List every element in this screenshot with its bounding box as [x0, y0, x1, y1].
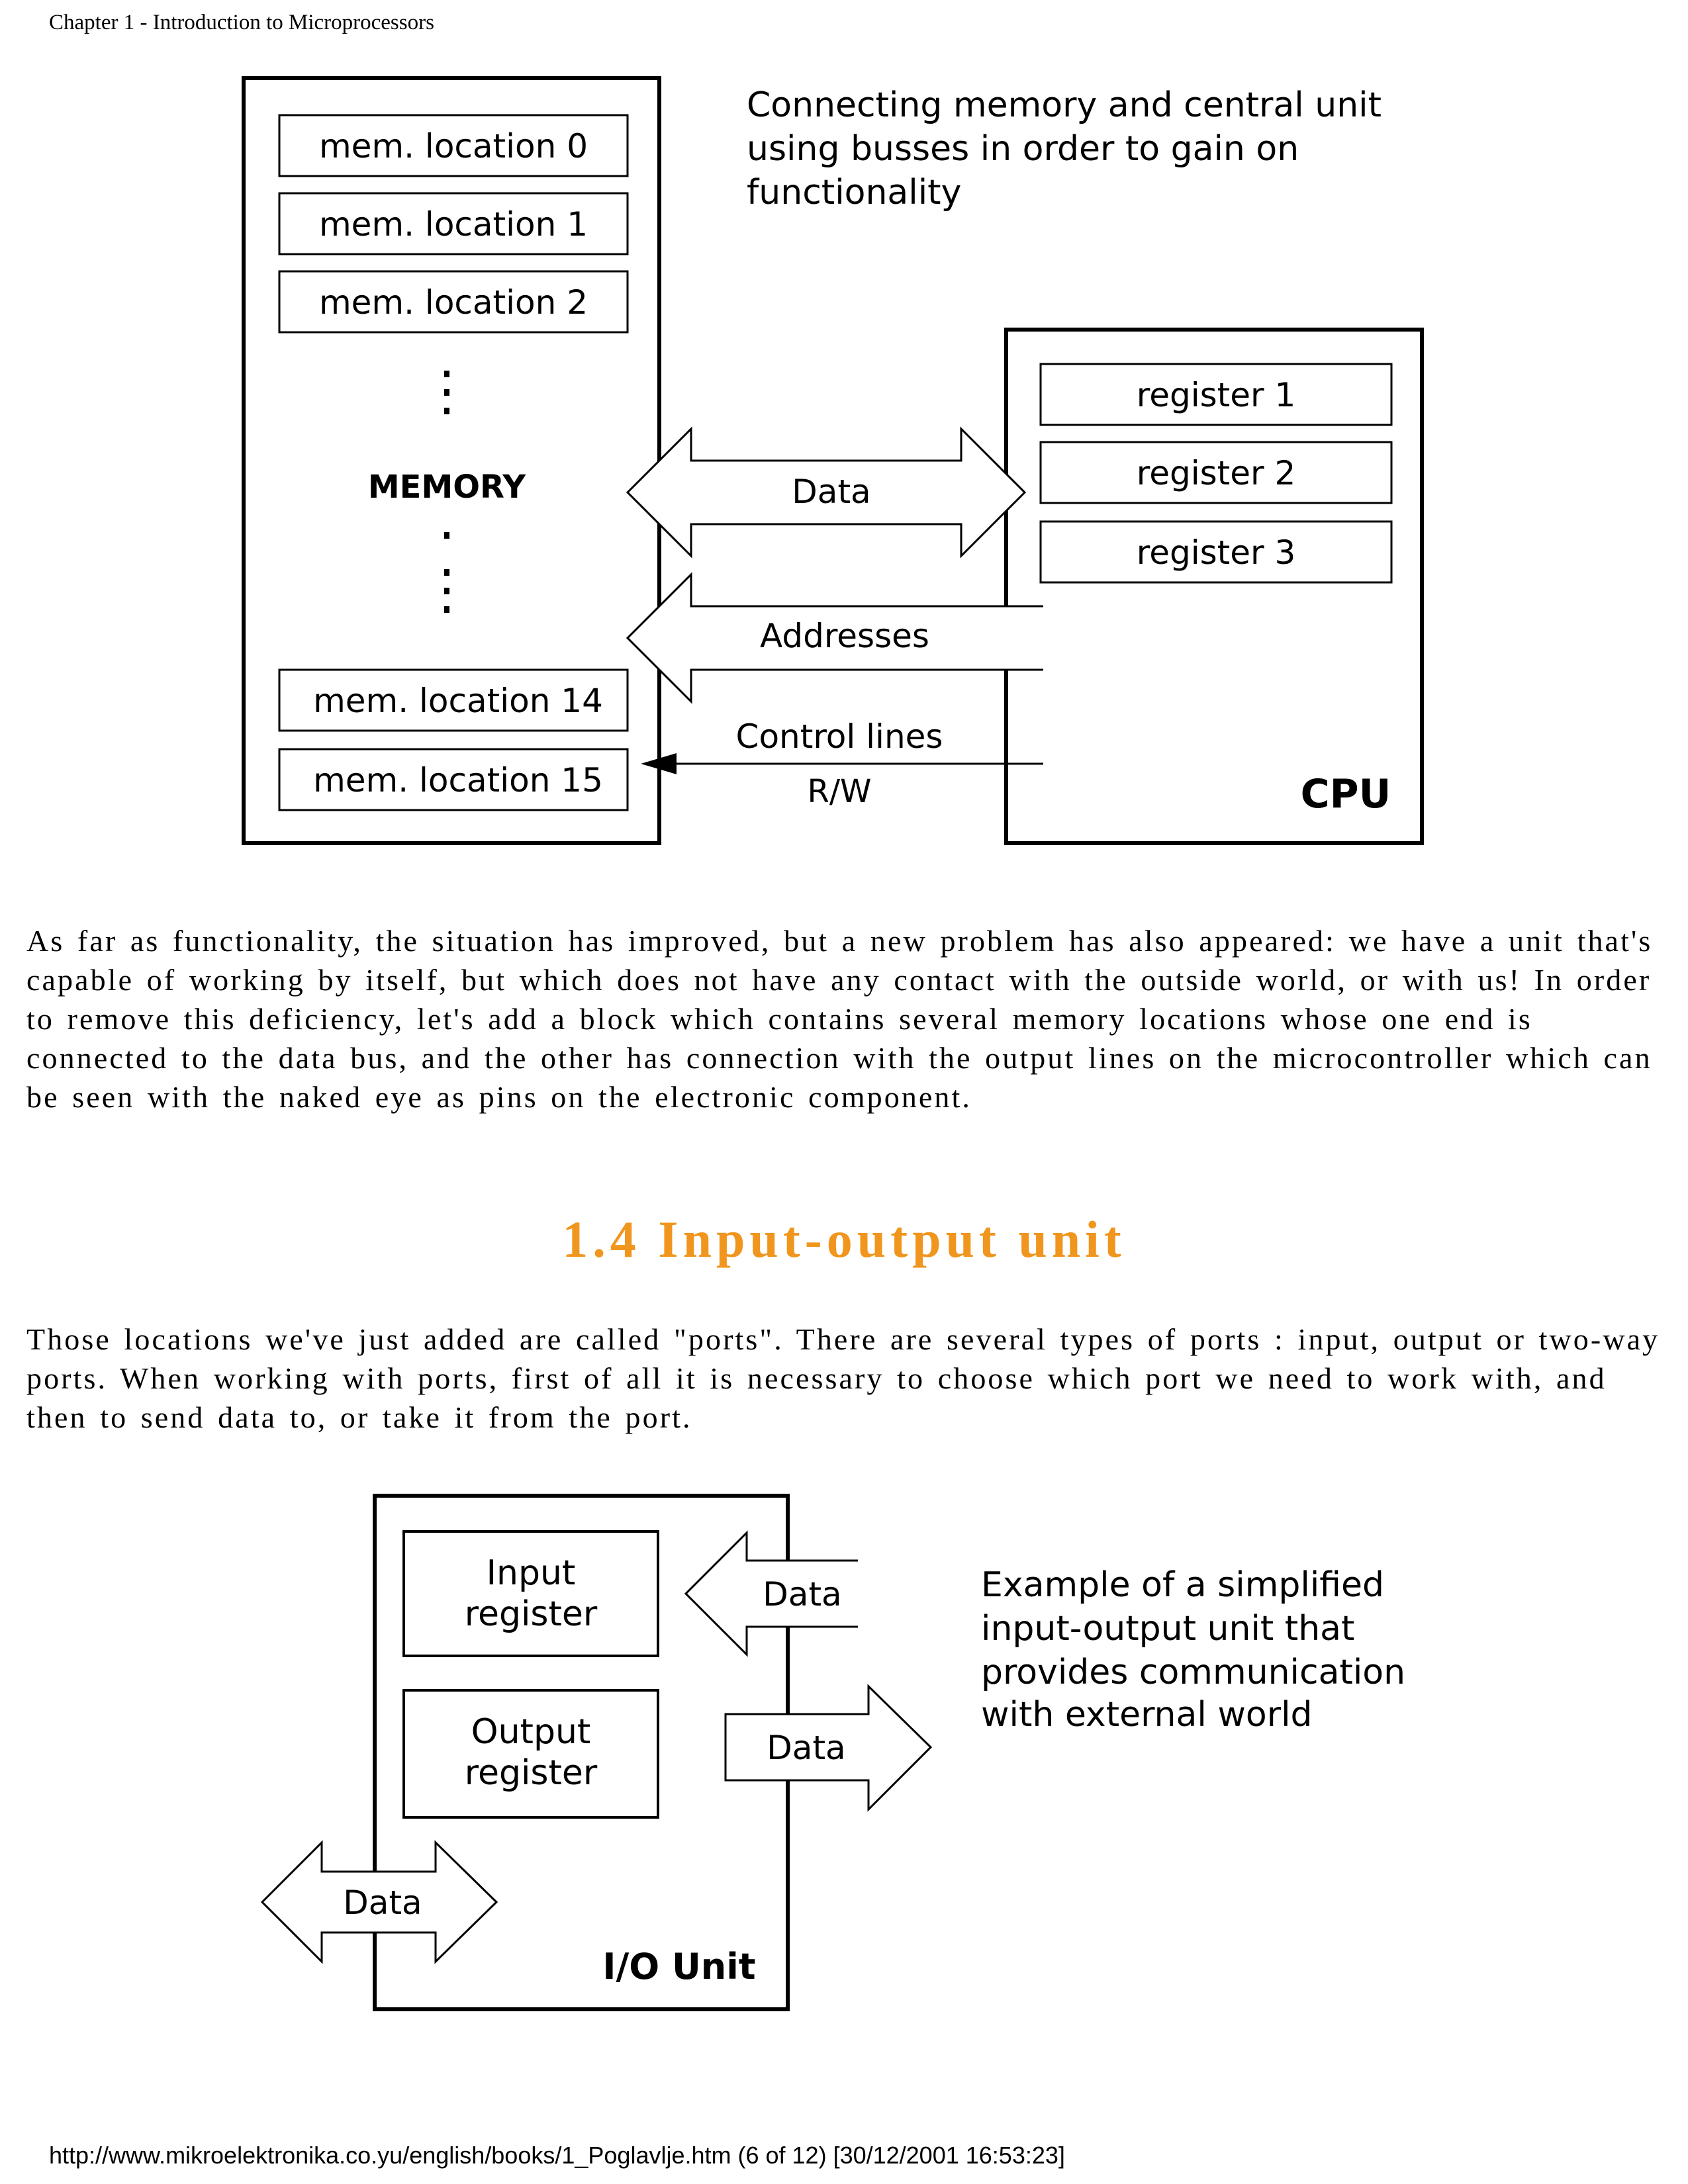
figure2-caption-line-2: input-output unit that	[981, 1609, 1354, 1649]
cpu-block	[1004, 328, 1424, 845]
svg-text:mem. location 1: mem. location 1	[319, 205, 588, 244]
figure2-caption-line-4: with external world	[981, 1695, 1313, 1735]
svg-text:register: register	[465, 1753, 598, 1793]
figure1-caption-line-1: Connecting memory and central unit	[747, 85, 1382, 125]
svg-text:Data: Data	[767, 1729, 845, 1767]
svg-text:mem. location 0: mem. location 0	[319, 127, 588, 165]
figure1-caption-line-3: functionality	[747, 173, 961, 212]
data-bidirectional-arrow: Data	[260, 1840, 498, 1964]
address-bus-arrow: Addresses	[626, 572, 1043, 704]
page-header: Chapter 1 - Introduction to Microprocess…	[49, 11, 434, 34]
ellipsis-dots-bottom	[444, 532, 449, 613]
svg-text:register: register	[465, 1594, 598, 1634]
data-out-arrow: Data	[724, 1684, 933, 1812]
ellipsis-dots-top	[444, 371, 449, 414]
svg-text:mem. location 14: mem. location 14	[313, 682, 603, 720]
control-line: Control lines R/W	[641, 717, 1043, 810]
svg-text:R/W: R/W	[808, 773, 872, 810]
register-3: register 3	[1039, 520, 1393, 584]
register-2: register 2	[1039, 441, 1393, 504]
svg-text:mem. location 2: mem. location 2	[319, 283, 588, 322]
input-register: Input register	[402, 1530, 659, 1657]
memory-location-15: mem. location 15	[278, 748, 629, 811]
figure1-caption-line-2: using busses in order to gain on	[747, 129, 1299, 169]
svg-text:register 2: register 2	[1137, 454, 1296, 492]
data-bus-arrow: Data	[626, 426, 1027, 559]
memory-location-1: mem. location 1	[278, 192, 629, 255]
section-heading: 1.4 Input-output unit	[562, 1210, 1126, 1268]
svg-text:Data: Data	[763, 1575, 841, 1614]
svg-text:Input: Input	[487, 1553, 576, 1593]
svg-text:register 3: register 3	[1137, 533, 1296, 572]
io-unit-diagram: I/O Unit Input register Output register …	[260, 1494, 1405, 2011]
output-register: Output register	[402, 1689, 659, 1819]
svg-text:Data: Data	[792, 473, 870, 511]
page-footer: http://www.mikroelektronika.co.yu/englis…	[49, 2142, 1065, 2169]
svg-text:Output: Output	[471, 1712, 591, 1752]
data-in-arrow: Data	[684, 1530, 858, 1657]
svg-text:Addresses: Addresses	[760, 617, 929, 655]
figure2-caption-line-1: Example of a simplified	[981, 1565, 1384, 1605]
io-unit-label: I/O Unit	[602, 1946, 755, 1987]
body-paragraph-2: Those locations we've just added are cal…	[26, 1322, 1660, 1434]
figure2-caption-line-3: provides communication	[981, 1653, 1405, 1692]
memory-label: MEMORY	[368, 469, 526, 506]
svg-text:register 1: register 1	[1137, 376, 1296, 414]
svg-text:Data: Data	[343, 1884, 422, 1922]
memory-location-2: mem. location 2	[278, 270, 629, 334]
body-paragraph-1: As far as functionality, the situation h…	[26, 924, 1653, 1114]
cpu-label: CPU	[1301, 771, 1391, 817]
svg-text:Control lines: Control lines	[736, 717, 943, 756]
memory-cpu-diagram: mem. location 0 mem. location 1 mem. loc…	[242, 76, 1424, 845]
register-1: register 1	[1039, 363, 1393, 426]
memory-location-0: mem. location 0	[278, 114, 629, 177]
svg-text:mem. location 15: mem. location 15	[313, 761, 603, 799]
memory-location-14: mem. location 14	[278, 668, 629, 732]
